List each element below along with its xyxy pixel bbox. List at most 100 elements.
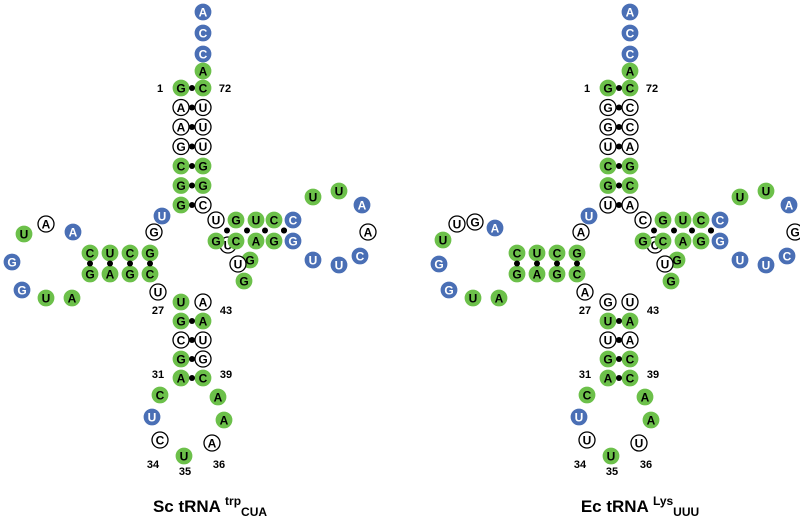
- base-pair-dot: [554, 260, 560, 267]
- nucleotide-a: A: [780, 196, 798, 214]
- nucleotide-g: G: [634, 232, 652, 250]
- nucleotide-u: U: [15, 225, 33, 243]
- svg-text:G: G: [176, 179, 185, 193]
- base-pair-dot: [616, 143, 622, 150]
- svg-text:G: G: [125, 268, 134, 282]
- position-label: 72: [646, 83, 658, 95]
- nucleotide-u: U: [599, 331, 617, 349]
- nucleotide-g: G: [81, 265, 99, 283]
- svg-text:G: G: [672, 254, 681, 268]
- svg-text:G: G: [603, 101, 612, 115]
- caption-main: Ec tRNA: [580, 497, 653, 516]
- svg-text:U: U: [335, 185, 344, 199]
- nucleotide-g: G: [194, 350, 212, 368]
- nucleotide-a: A: [194, 3, 212, 21]
- base-pair-dot: [189, 182, 195, 189]
- nucleotide-a: A: [247, 232, 265, 250]
- nucleotide-c: C: [227, 232, 245, 250]
- svg-text:U: U: [679, 214, 688, 228]
- nucleotide-u: U: [674, 211, 692, 229]
- svg-text:A: A: [495, 292, 504, 306]
- svg-text:U: U: [736, 254, 745, 268]
- svg-text:C: C: [626, 353, 635, 367]
- nucleotide-c: C: [778, 247, 796, 265]
- position-label: 1: [157, 83, 163, 95]
- nucleotide-g: G: [194, 157, 212, 175]
- svg-text:G: G: [696, 235, 705, 249]
- nucleotide-g: G: [3, 253, 21, 271]
- svg-text:A: A: [252, 235, 261, 249]
- nucleotide-g: G: [121, 265, 139, 283]
- svg-text:G: G: [269, 235, 278, 249]
- caption-superscript: Lys: [652, 494, 674, 508]
- nucleotide-c: C: [194, 45, 212, 63]
- svg-text:G: G: [603, 121, 612, 135]
- nucleotide-u: U: [330, 256, 348, 274]
- nucleotide-c: C: [621, 45, 639, 63]
- nucleotide-a: A: [621, 196, 639, 214]
- nucleotide-c: C: [654, 232, 672, 250]
- base-pair-dot: [708, 227, 714, 234]
- nucleotide-u: U: [580, 207, 598, 225]
- svg-text:C: C: [626, 179, 635, 193]
- svg-text:A: A: [577, 226, 586, 240]
- nucleotide-g: G: [194, 177, 212, 194]
- svg-text:A: A: [199, 65, 208, 79]
- svg-text:C: C: [199, 82, 208, 96]
- nucleotide-a: A: [674, 232, 692, 250]
- svg-text:A: A: [626, 334, 635, 348]
- nucleotide-a: A: [642, 411, 660, 429]
- nucleotide-g: G: [466, 213, 484, 231]
- caption-subscript: CUA: [241, 505, 268, 519]
- svg-text:G: G: [638, 235, 647, 249]
- nucleotide-a: A: [194, 293, 212, 311]
- svg-text:U: U: [762, 185, 771, 199]
- base-pair-dot: [616, 104, 622, 111]
- position-label: 27: [579, 305, 591, 317]
- svg-text:A: A: [641, 391, 650, 405]
- nucleotide-g: G: [568, 244, 586, 262]
- svg-text:C: C: [639, 214, 648, 228]
- svg-text:G: G: [176, 353, 185, 367]
- svg-text:G: G: [176, 82, 185, 96]
- svg-text:U: U: [604, 199, 613, 213]
- svg-text:U: U: [212, 214, 221, 228]
- svg-text:A: A: [785, 199, 794, 213]
- svg-text:U: U: [154, 286, 163, 300]
- nucleotide-u: U: [304, 188, 322, 206]
- nucleotide-g: G: [13, 281, 31, 299]
- nucleotide-u: U: [194, 331, 212, 349]
- nucleotide-c: C: [621, 177, 639, 194]
- base-pair-dot: [224, 227, 230, 234]
- nucleotide-a: A: [576, 283, 594, 301]
- nucleotide-c: C: [194, 24, 212, 42]
- base-pair-dot: [189, 318, 195, 324]
- nucleotide-u: U: [464, 289, 482, 307]
- svg-text:C: C: [626, 27, 635, 41]
- svg-text:A: A: [177, 121, 186, 135]
- nucleotide-c: C: [172, 331, 190, 349]
- svg-text:G: G: [603, 82, 612, 96]
- svg-text:U: U: [199, 140, 208, 154]
- nucleotide-c: C: [634, 211, 652, 229]
- nucleotide-u: U: [194, 137, 212, 156]
- svg-text:G: G: [666, 275, 675, 289]
- base-pair-dot: [189, 375, 195, 381]
- position-label: 35: [606, 466, 618, 478]
- nucleotide-g: G: [654, 211, 672, 229]
- nucleotide-u: U: [37, 289, 55, 307]
- svg-text:G: G: [603, 353, 612, 367]
- base-pair-dot: [616, 182, 622, 189]
- nucleotide-u: U: [757, 182, 775, 200]
- nucleotide-u: U: [599, 137, 617, 156]
- svg-text:C: C: [232, 235, 241, 249]
- base-pair-dot: [189, 163, 195, 169]
- svg-text:U: U: [180, 450, 189, 464]
- svg-text:G: G: [7, 256, 16, 270]
- base-pair-dot: [189, 356, 195, 362]
- nucleotide-c: C: [194, 196, 212, 214]
- svg-text:A: A: [42, 218, 51, 232]
- svg-text:A: A: [177, 372, 186, 386]
- base-pair-dot: [262, 227, 268, 234]
- nucleotide-c: C: [151, 431, 169, 449]
